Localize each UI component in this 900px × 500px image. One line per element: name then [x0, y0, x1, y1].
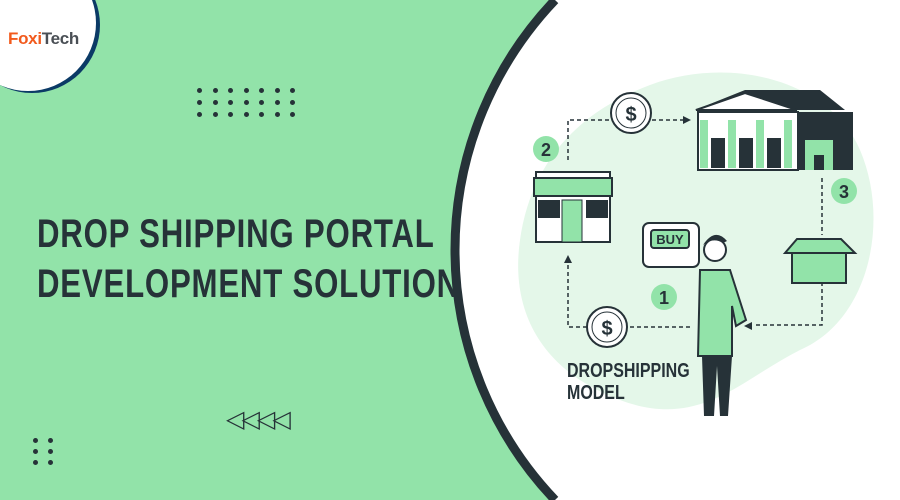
step-badge-1: 1: [651, 284, 677, 310]
dot: [33, 449, 38, 454]
dot-grid-bottom: [33, 438, 54, 465]
headline-line-2: DEVELOPMENT SOLUTION: [37, 262, 460, 306]
dot: [259, 112, 264, 117]
dot: [197, 88, 202, 93]
dot: [48, 449, 53, 454]
svg-text:1: 1: [659, 288, 669, 308]
caption-line-2: MODEL: [567, 381, 625, 403]
dot: [274, 112, 280, 117]
dot: [197, 100, 202, 105]
dot: [197, 112, 202, 117]
buy-speech-bubble: BUY: [642, 222, 700, 268]
dot: [243, 88, 249, 93]
dot: [274, 88, 280, 93]
svg-text:$: $: [625, 104, 636, 126]
storefront-icon: [533, 171, 613, 243]
arrows-decoration: ◁◁◁◁: [226, 406, 291, 433]
dot: [33, 460, 38, 465]
flow-line-1b: [567, 260, 587, 328]
headline-line-1: DROP SHIPPING PORTAL: [37, 212, 435, 256]
dot: [228, 100, 233, 105]
dot: [48, 438, 53, 443]
dot: [33, 438, 38, 443]
dot: [228, 112, 233, 117]
dollar-coin-top: $: [610, 92, 652, 134]
svg-text:3: 3: [839, 182, 849, 202]
dropshipping-illustration: $ $ BUY 1 2 3 DROPSHIPPING MODEL: [518, 72, 874, 416]
panel-border-arc: [450, 0, 559, 500]
dot: [243, 100, 249, 105]
step-badge-3: 3: [831, 178, 857, 204]
foxitech-logo: FoxiTech: [8, 29, 79, 48]
dot: [212, 88, 218, 93]
caption-line-1: DROPSHIPPING: [567, 359, 690, 381]
dot: [212, 112, 218, 117]
dot: [243, 112, 249, 117]
dot: [212, 100, 218, 105]
dot: [274, 100, 280, 105]
svg-text:$: $: [601, 318, 612, 340]
person-figure: [696, 234, 748, 416]
dollar-coin-bottom: $: [586, 306, 628, 348]
svg-text:BUY: BUY: [656, 232, 684, 247]
flow-line-3b: [755, 282, 823, 326]
warehouse-icon: [695, 90, 853, 171]
dot: [290, 88, 295, 93]
dot: [290, 100, 295, 105]
dot: [259, 100, 264, 105]
dot: [259, 88, 264, 93]
dot-grid-top: [197, 88, 295, 117]
package-box-icon: [782, 238, 858, 284]
svg-text:2: 2: [541, 140, 551, 160]
dot: [48, 460, 53, 465]
dot: [290, 112, 295, 117]
dot: [228, 88, 233, 93]
step-badge-2: 2: [533, 136, 559, 162]
